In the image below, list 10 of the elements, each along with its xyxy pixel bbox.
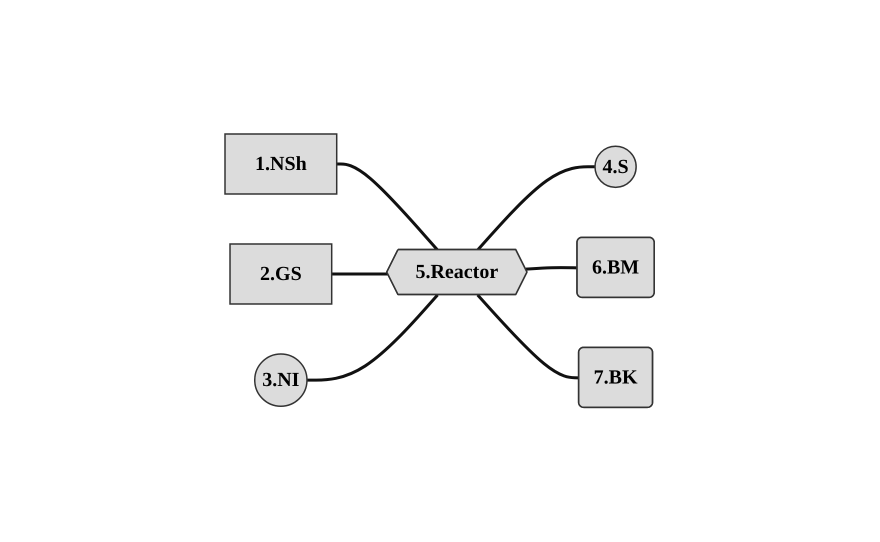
node-box: 2.GS bbox=[230, 244, 333, 306]
connector bbox=[476, 294, 580, 380]
connector bbox=[476, 166, 596, 252]
node-circle: 3.NI bbox=[254, 354, 308, 408]
connector bbox=[526, 266, 578, 271]
node-box: 1.NSh bbox=[224, 134, 338, 196]
connector bbox=[307, 294, 440, 382]
node-circle: 4.S bbox=[594, 146, 638, 188]
connector bbox=[332, 272, 388, 276]
connector bbox=[337, 162, 440, 252]
